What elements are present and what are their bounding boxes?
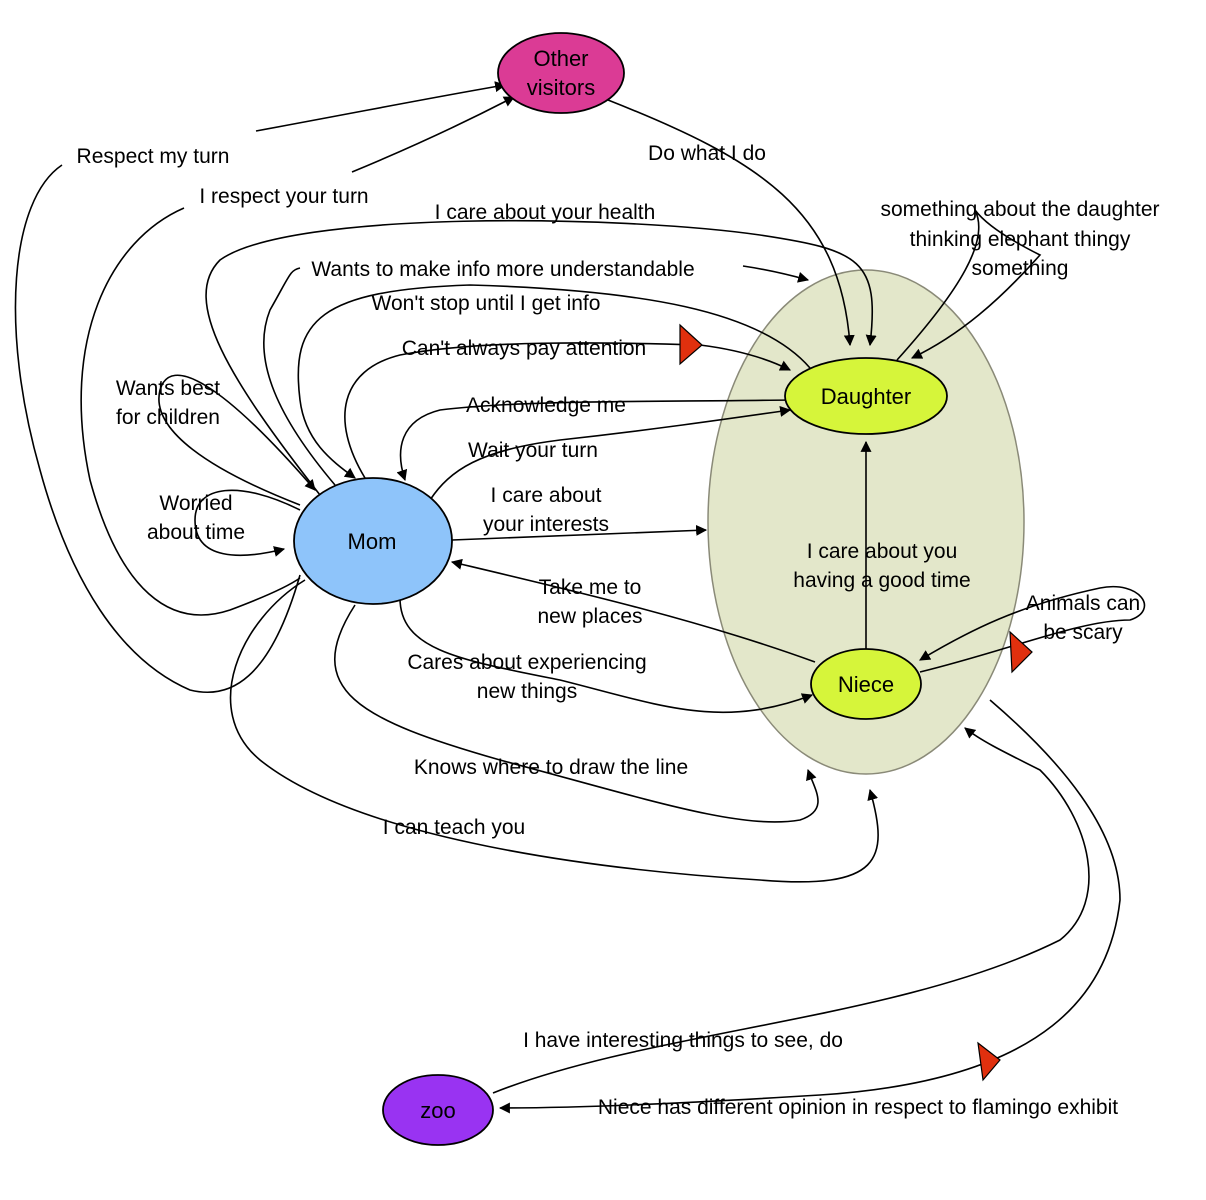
niece-label: Niece	[838, 672, 894, 697]
daughter-label: Daughter	[821, 384, 912, 409]
mom-ellipse	[293, 477, 453, 605]
node-mom[interactable]: Mom	[293, 477, 453, 605]
label-respect-my-turn: Respect my turn	[77, 145, 230, 168]
edge-animals-scary	[919, 585, 1146, 673]
edge-care-interests	[451, 524, 708, 541]
conflict-marker-flamingo	[977, 1041, 1001, 1082]
edge-wants-best	[158, 374, 316, 506]
edge-respect-my-turn-tail	[14, 164, 301, 694]
label-draw-line: Knows where to draw the line	[414, 756, 688, 779]
label-cares-experiencing-line1: Cares about experiencing	[407, 651, 646, 674]
label-worried-time-line1: Worried	[159, 492, 232, 515]
mom-label: Mom	[348, 529, 397, 554]
edge-i-respect-your-turn-tail	[80, 207, 301, 616]
edge-do-what-i-do	[607, 99, 855, 347]
label-wont-stop: Won't stop until I get info	[372, 292, 601, 315]
other-visitors-label-line2: visitors	[527, 75, 595, 100]
label-animals-scary-line2: be scary	[1043, 621, 1123, 644]
label-care-good-time-line2: having a good time	[793, 569, 970, 592]
label-care-interests-line2: your interests	[483, 513, 609, 536]
daughter-ellipse	[784, 357, 948, 435]
label-worried-time-line2: about time	[147, 521, 245, 544]
node-niece[interactable]: Niece	[810, 648, 922, 720]
node-other-visitors[interactable]: Other visitors	[497, 32, 625, 114]
edge-acknowledge-me	[396, 399, 791, 482]
label-care-interests-line1: I care about	[491, 484, 602, 507]
edge-worried-time	[194, 489, 301, 557]
niece-ellipse	[810, 648, 922, 720]
edge-cant-pay-attention	[344, 342, 791, 479]
node-zoo[interactable]: zoo	[382, 1074, 494, 1146]
label-do-what-i-do: Do what I do	[648, 142, 766, 165]
edge-wont-stop	[297, 284, 811, 479]
label-teach-you: I can teach you	[383, 816, 525, 839]
edge-teach-you	[229, 579, 879, 883]
edge-wait-your-turn	[429, 405, 792, 501]
label-acknowledge-me: Acknowledge me	[466, 394, 626, 417]
edge-info-understandable	[742, 265, 810, 283]
conflict-marker-animals	[1009, 630, 1033, 674]
edge-i-respect-your-turn	[351, 96, 515, 173]
edge-interesting-things	[492, 727, 1090, 1094]
conflict-marker-attention	[679, 323, 703, 366]
edge-care-health	[205, 219, 877, 496]
label-cant-pay-attention: Can't always pay attention	[402, 337, 646, 360]
edge-cares-experiencing	[399, 597, 814, 714]
label-info-understandable: Wants to make info more understandable	[311, 258, 694, 281]
node-daughter[interactable]: Daughter	[784, 357, 948, 435]
other-visitors-label-line1: Other	[533, 46, 588, 71]
label-wants-best-line2: for children	[116, 406, 220, 429]
label-animals-scary-line1: Animals can	[1026, 592, 1140, 615]
edge-take-new-places	[450, 558, 816, 663]
label-take-new-places-line2: new places	[537, 605, 642, 628]
label-care-good-time-line1: I care about you	[807, 540, 958, 563]
label-interesting-things: I have interesting things to see, do	[523, 1029, 843, 1052]
edge-info-understandable-tail	[263, 267, 336, 486]
zoo-ellipse	[382, 1074, 494, 1146]
label-take-new-places-line1: Take me to	[539, 576, 642, 599]
label-cares-experiencing-line2: new things	[477, 680, 577, 703]
edge-flamingo	[498, 699, 1121, 1114]
zoo-label: zoo	[420, 1098, 455, 1123]
edge-respect-my-turn	[255, 81, 507, 132]
label-wait-your-turn: Wait your turn	[468, 439, 598, 462]
label-flamingo: Niece has different opinion in respect t…	[598, 1096, 1118, 1119]
label-something-daughter-line2: thinking elephant thingy	[910, 228, 1131, 251]
label-care-health: I care about your health	[435, 201, 656, 224]
edge-draw-line	[334, 604, 819, 823]
edge-something-daughter	[896, 209, 1042, 361]
other-visitors-ellipse	[497, 32, 625, 114]
label-i-respect-your-turn: I respect your turn	[199, 185, 368, 208]
label-something-daughter-line3: something	[972, 257, 1069, 280]
label-something-daughter-line1: something about the daughter	[880, 198, 1159, 221]
label-wants-best-line1: Wants best	[116, 377, 220, 400]
